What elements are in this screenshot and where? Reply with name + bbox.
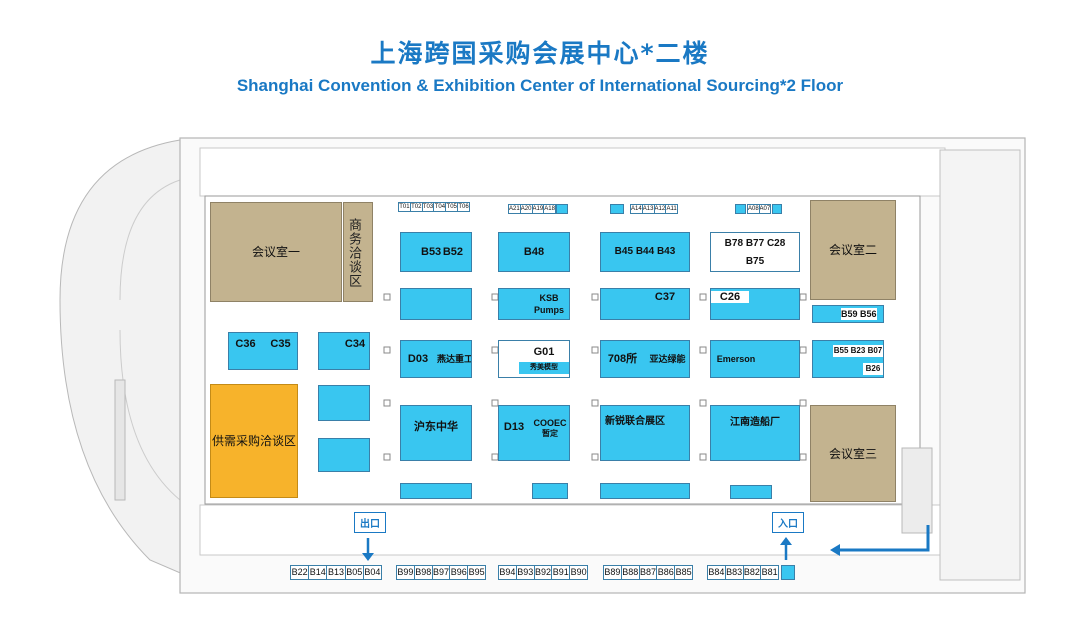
booth-t05: T05 <box>446 203 459 211</box>
booth-block-c33 <box>400 483 472 499</box>
booth-block-b60 <box>600 483 690 499</box>
booth-block-b20 <box>318 438 370 472</box>
booth-block-b53: B53 B52 <box>400 232 472 272</box>
business-area: 商务洽谈区 <box>343 202 373 302</box>
entrance-label: 入口 <box>772 512 804 533</box>
small-booth-c <box>735 204 746 214</box>
booth-block-b78: B78 B77 C28 B75 <box>710 232 800 272</box>
meeting-room-3: 会议室三 <box>810 405 896 502</box>
bottom-row-b: B99 B98 B97 B96 B95 <box>396 565 486 580</box>
booth-block-d13: D13 COOEC 暂定 <box>498 405 570 461</box>
booth-t03: T03 <box>422 203 435 211</box>
booth-b85: B85 <box>675 566 692 579</box>
booth-b79 <box>781 565 795 580</box>
booth-b14: B14 <box>309 566 328 579</box>
booth-b81: B81 <box>761 566 778 579</box>
booth-b05: B05 <box>345 566 364 579</box>
booth-block-c25 <box>400 288 472 320</box>
booth-b95: B95 <box>468 566 485 579</box>
booth-a07: A07 <box>759 205 770 213</box>
small-booth-b <box>610 204 624 214</box>
booth-t02: T02 <box>410 203 423 211</box>
page-title-en: Shanghai Convention & Exhibition Center … <box>236 76 844 95</box>
booth-b22: B22 <box>291 566 310 579</box>
booth-b82: B82 <box>743 566 762 579</box>
booth-block-b17 <box>318 385 370 421</box>
page-title-cn: 上海跨国采购会展中心*二楼 <box>370 39 710 68</box>
booth-b96: B96 <box>450 566 469 579</box>
booth-b13: B13 <box>327 566 346 579</box>
t-booth-row: T01 T02 T03 T04 T05 T06 <box>398 202 470 212</box>
booth-b84: B84 <box>708 566 726 579</box>
booth-b98: B98 <box>414 566 433 579</box>
booth-block-b59: B59 B56 <box>812 305 884 323</box>
booth-b89: B89 <box>604 566 622 579</box>
booth-a21: A21 <box>509 205 521 213</box>
booth-b99: B99 <box>397 566 415 579</box>
booth-b04: B04 <box>363 566 382 579</box>
booth-b93: B93 <box>516 566 535 579</box>
bottom-row-e: B84 B83 B82 B81 <box>707 565 779 580</box>
booth-a20: A20 <box>520 205 533 213</box>
meeting-room-2: 会议室二 <box>810 200 896 300</box>
booth-block-jiangnan: 江南造船厂 <box>710 405 800 461</box>
booth-block-b55: B55 B23 B07 B26 <box>812 340 884 378</box>
booth-block-xinrui: 新锐联合展区 <box>600 405 690 461</box>
supply-demand-area: 供需采购洽谈区 <box>210 384 298 498</box>
bottom-row-a: B22 B14 B13 B05 B04 <box>290 565 382 580</box>
booth-block-d03: D03 燕达重工 <box>400 340 472 378</box>
bottom-row-c: B94 B93 B92 B91 B90 <box>498 565 588 580</box>
booth-b91: B91 <box>552 566 571 579</box>
a-booth-row-2: A14 A13 A12 A11 <box>630 204 678 214</box>
small-booth-d <box>772 204 782 214</box>
meeting-room-1: 会议室一 <box>210 202 342 302</box>
booth-t06: T06 <box>458 203 469 211</box>
booth-block-c26: C26 <box>710 288 800 320</box>
booth-a11: A11 <box>666 205 677 213</box>
booth-block-c31 <box>532 483 568 499</box>
booth-t04: T04 <box>434 203 447 211</box>
booth-block-hudong: 沪东中华 <box>400 405 472 461</box>
booth-b94: B94 <box>499 566 517 579</box>
booth-a18: A18 <box>544 205 555 213</box>
booth-a14: A14 <box>631 205 643 213</box>
booth-block-ksb: KSB Pumps <box>498 288 570 320</box>
small-booth-a <box>556 204 568 214</box>
booth-b97: B97 <box>432 566 451 579</box>
booth-a13: A13 <box>642 205 655 213</box>
booth-b86: B86 <box>657 566 676 579</box>
booth-a12: A12 <box>654 205 667 213</box>
booth-block-c36: C36 C35 <box>228 332 298 370</box>
booth-b83: B83 <box>725 566 744 579</box>
booth-block-b48: B48 <box>498 232 570 272</box>
booth-a08: A08 <box>748 205 760 213</box>
booth-b87: B87 <box>639 566 658 579</box>
booth-a19: A19 <box>532 205 545 213</box>
booth-block-c34: C34 <box>318 332 370 370</box>
booth-block-708: 708所 亚达绿能 <box>600 340 690 378</box>
exit-label: 出口 <box>354 512 386 533</box>
a-booth-row-3: A08 A07 <box>747 204 771 214</box>
a-booth-row-1: A21 A20 A19 A18 <box>508 204 556 214</box>
booth-block-emerson: Emerson <box>710 340 800 378</box>
booth-block-a02 <box>730 485 772 499</box>
booth-b88: B88 <box>621 566 640 579</box>
booth-block-c37: C37 <box>600 288 690 320</box>
booth-block-g01: G01 秀美模型 <box>498 340 570 378</box>
booth-t01: T01 <box>399 203 411 211</box>
booth-b92: B92 <box>534 566 553 579</box>
booth-block-b45: B45 B44 B43 <box>600 232 690 272</box>
bottom-row-d: B89 B88 B87 B86 B85 <box>603 565 693 580</box>
booth-b90: B90 <box>570 566 587 579</box>
